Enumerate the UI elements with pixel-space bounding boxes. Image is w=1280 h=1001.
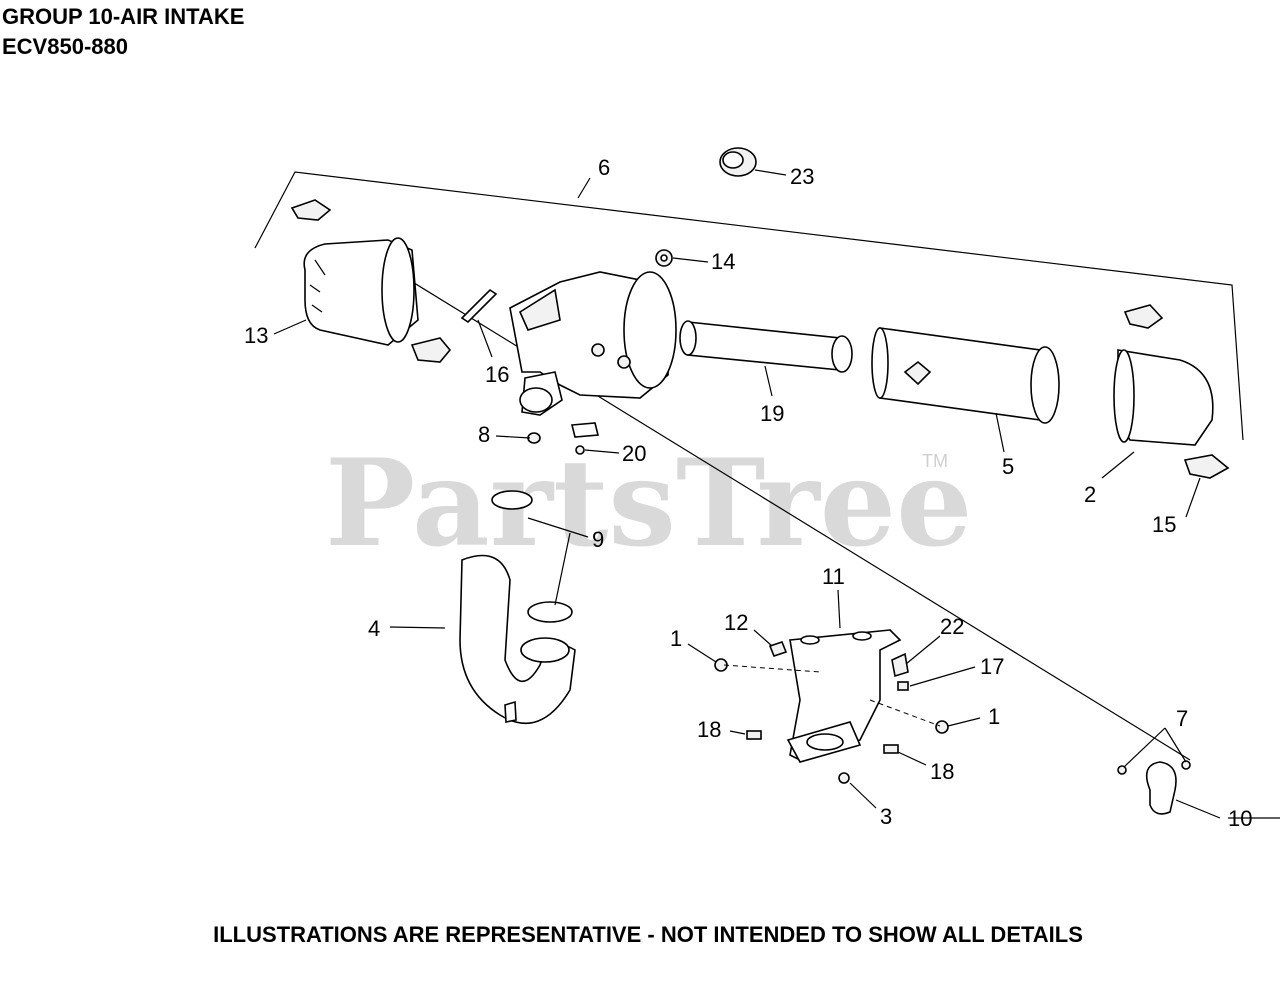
callout-16[interactable]: 16 <box>485 362 509 387</box>
callout-22[interactable]: 22 <box>940 614 964 639</box>
part-19-inner-element[interactable] <box>679 320 853 373</box>
callout-9[interactable]: 9 <box>592 527 604 552</box>
assembly-6-bracket <box>254 171 1244 441</box>
callout-6[interactable]: 6 <box>598 155 610 180</box>
part-7-nut-left[interactable] <box>1117 765 1127 775</box>
air-cleaner-housing[interactable] <box>509 271 677 416</box>
part-12-nut[interactable] <box>768 641 788 657</box>
disclaimer-note: ILLUSTRATIONS ARE REPRESENTATIVE - NOT I… <box>213 922 1083 947</box>
part-13-end-cap[interactable] <box>303 237 419 346</box>
callout-7[interactable]: 7 <box>1176 706 1188 731</box>
part-16-gasket[interactable] <box>460 288 498 324</box>
callout-1-left[interactable]: 1 <box>670 626 682 651</box>
valve-fitting[interactable] <box>570 422 600 438</box>
part-22-clip[interactable] <box>891 652 909 678</box>
part-15-clip[interactable] <box>1183 454 1230 479</box>
part-17-bolt[interactable] <box>897 681 909 691</box>
watermark-text: PartsTree <box>325 433 972 574</box>
part-4-hose[interactable] <box>459 554 576 725</box>
part-9-clamp-lower[interactable] <box>527 601 573 623</box>
clip-upper-left[interactable] <box>290 199 332 221</box>
callout-13[interactable]: 13 <box>244 323 268 348</box>
callout-5[interactable]: 5 <box>1002 454 1014 479</box>
callout-4[interactable]: 4 <box>368 616 380 641</box>
leader-lines <box>273 169 1280 819</box>
callout-18-left[interactable]: 18 <box>697 717 721 742</box>
clip-lower-left[interactable] <box>410 337 452 363</box>
part-14-grommet[interactable] <box>655 249 673 267</box>
callout-12[interactable]: 12 <box>724 610 748 635</box>
diagram-title: GROUP 10-AIR INTAKE <box>2 4 245 29</box>
reference-line <box>379 261 1191 761</box>
callout-8[interactable]: 8 <box>478 422 490 447</box>
callout-3[interactable]: 3 <box>880 804 892 829</box>
part-23-plug[interactable] <box>719 147 757 177</box>
part-3-nut[interactable] <box>838 772 850 784</box>
assembly-line-1 <box>723 664 821 673</box>
callout-10[interactable]: 10 <box>1228 806 1252 831</box>
callout-18-right[interactable]: 18 <box>930 759 954 784</box>
clip-upper-right[interactable] <box>1123 304 1164 329</box>
callout-15[interactable]: 15 <box>1152 512 1176 537</box>
model-range: ECV850-880 <box>2 34 128 59</box>
callout-14[interactable]: 14 <box>711 249 735 274</box>
part-9-clamp-upper[interactable] <box>491 490 533 510</box>
part-2-cover[interactable] <box>1113 349 1214 446</box>
callout-23[interactable]: 23 <box>790 164 814 189</box>
callout-17[interactable]: 17 <box>980 654 1004 679</box>
callout-2[interactable]: 2 <box>1084 482 1096 507</box>
part-18-bolt-left[interactable] <box>746 730 762 740</box>
callout-11[interactable]: 11 <box>822 564 845 589</box>
callout-1-right[interactable]: 1 <box>988 704 1000 729</box>
watermark-trademark: TM <box>922 451 948 471</box>
part-1-washer-right[interactable] <box>935 720 949 734</box>
callout-19[interactable]: 19 <box>760 401 784 426</box>
part-20-screw[interactable] <box>575 445 585 455</box>
part-18-bolt-right[interactable] <box>883 744 899 754</box>
part-5-primary-element[interactable] <box>871 327 1060 424</box>
part-7-nut-right[interactable] <box>1181 760 1191 770</box>
part-10-p-clip[interactable] <box>1145 761 1177 815</box>
part-11-bracket[interactable] <box>786 629 902 763</box>
callout-20[interactable]: 20 <box>622 441 646 466</box>
assembly-line-2 <box>869 699 941 727</box>
